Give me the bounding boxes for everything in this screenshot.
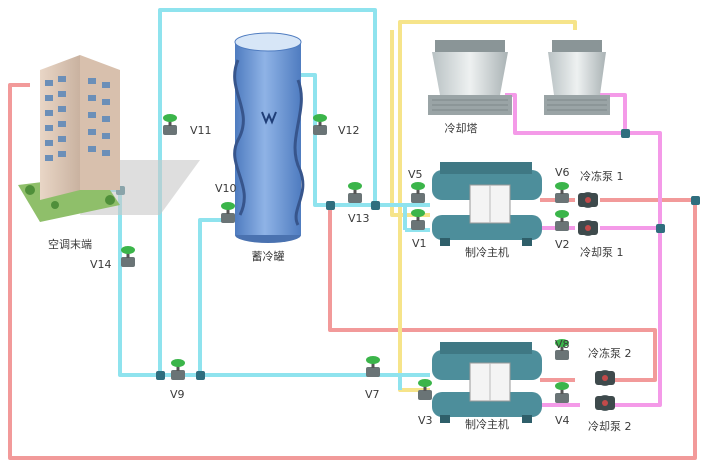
- red-pipe-tank-to-pump2: [328, 205, 657, 382]
- chiller-bottom-icon: [432, 342, 542, 423]
- valves-group: [121, 114, 569, 403]
- valve-label-v10: V10: [215, 182, 237, 195]
- red-pipes: [8, 83, 697, 460]
- cw-pump-2-label: 冷却泵 2: [588, 420, 632, 433]
- valve-v10[interactable]: [221, 202, 235, 223]
- cyan-pipe-main-loop: [158, 8, 430, 375]
- valve-v12[interactable]: [313, 114, 327, 135]
- valve-label-v13: V13: [348, 212, 370, 225]
- valve-label-v3: V3: [418, 414, 433, 427]
- cooling-tower-1-icon: [428, 40, 512, 115]
- valve-label-v6: V6: [555, 166, 570, 179]
- valve-v3[interactable]: [418, 379, 432, 400]
- pump-icon-chw-1: [578, 192, 598, 208]
- valve-v5[interactable]: [411, 182, 425, 203]
- tank-label: 蓄冷罐: [252, 250, 285, 263]
- valve-label-v4: V4: [555, 414, 570, 427]
- chw-pump-1-label: 冷冻泵 1: [580, 169, 624, 183]
- valve-label-v7: V7: [365, 388, 380, 401]
- valve-label-v1: V1: [412, 237, 427, 250]
- valve-v13[interactable]: [348, 182, 362, 203]
- cyan-pipe-v10: [198, 218, 225, 375]
- valve-v2[interactable]: [555, 210, 569, 231]
- pipe-joints: [116, 129, 700, 380]
- tower-label: 冷却塔: [445, 122, 478, 135]
- valve-v9[interactable]: [171, 359, 185, 380]
- cw-pump-1-label: 冷却泵 1: [580, 246, 624, 259]
- cooling-tower-2-icon: [544, 40, 610, 115]
- chiller-bottom-label: 制冷主机: [465, 417, 509, 431]
- pump-icon-chw-2: [595, 370, 615, 386]
- storage-tank-icon: [233, 32, 305, 243]
- valve-label-v8: V8: [555, 338, 570, 351]
- valve-v4[interactable]: [555, 382, 569, 403]
- cyan-pipe-tank-top: [300, 73, 375, 207]
- valve-label-v9: V9: [170, 388, 185, 401]
- valve-label-v11: V11: [190, 124, 212, 137]
- pump-icon-cw-2: [595, 395, 615, 411]
- valve-v14[interactable]: [121, 246, 135, 267]
- valve-v1[interactable]: [411, 209, 425, 230]
- valve-v11[interactable]: [163, 114, 177, 135]
- chw-pump-2-label: 冷冻泵 2: [588, 346, 632, 360]
- valve-v8[interactable]: [555, 339, 569, 360]
- building-label: 空调末端: [48, 237, 92, 251]
- building-icon: [18, 55, 200, 222]
- chiller-top-icon: [432, 162, 542, 246]
- chiller-top-label: 制冷主机: [465, 245, 509, 259]
- valve-labels: V11 V12 V10 V13 V5 V1 V6 V2 V14 V9 V7 V3…: [90, 124, 570, 427]
- valve-label-v5: V5: [408, 168, 423, 181]
- valve-label-v2: V2: [555, 238, 570, 251]
- pump-icon-cw-1: [578, 220, 598, 236]
- valve-label-v12: V12: [338, 124, 360, 137]
- magenta-pipe-return: [505, 93, 662, 407]
- valve-v6[interactable]: [555, 182, 569, 203]
- valve-v7[interactable]: [366, 356, 380, 377]
- valve-label-v14: V14: [90, 258, 112, 271]
- yellow-pipe-top: [398, 20, 577, 30]
